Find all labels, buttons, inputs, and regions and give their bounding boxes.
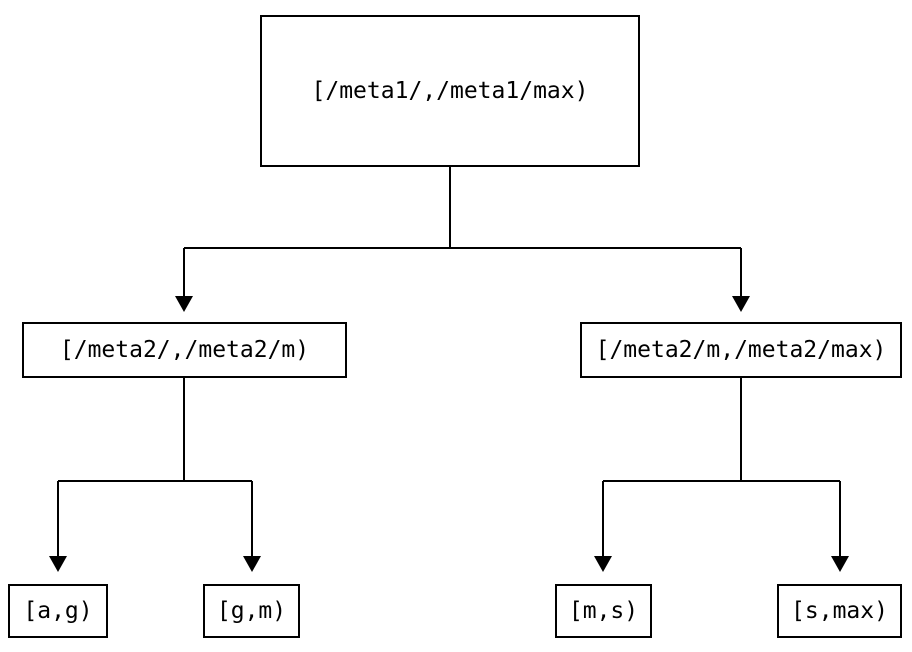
tree-node-root: [/meta1/,/meta1/max) [260,15,640,167]
tree-node-leaf-1: [a,g) [8,584,108,638]
tree-node-leaf-4-label: [s,max) [791,597,888,624]
tree-node-leaf-4: [s,max) [777,584,902,638]
tree-node-right-child-label: [/meta2/m,/meta2/max) [595,336,887,363]
tree-node-leaf-2: [g,m) [203,584,300,638]
tree-node-left-child-label: [/meta2/,/meta2/m) [59,336,310,363]
arrowhead-down-icon [594,556,612,572]
tree-node-root-label: [/meta1/,/meta1/max) [311,77,589,104]
tree-node-right-child: [/meta2/m,/meta2/max) [580,322,902,378]
tree-node-leaf-3: [m,s) [555,584,652,638]
arrowhead-down-icon [49,556,67,572]
tree-node-leaf-3-label: [m,s) [568,597,639,624]
arrowhead-down-icon [831,556,849,572]
arrowhead-down-icon [243,556,261,572]
arrowhead-down-icon [175,296,193,312]
tree-node-leaf-1-label: [a,g) [23,597,93,624]
arrowhead-down-icon [732,296,750,312]
tree-node-left-child: [/meta2/,/meta2/m) [22,322,347,378]
tree-node-leaf-2-label: [g,m) [216,597,287,624]
